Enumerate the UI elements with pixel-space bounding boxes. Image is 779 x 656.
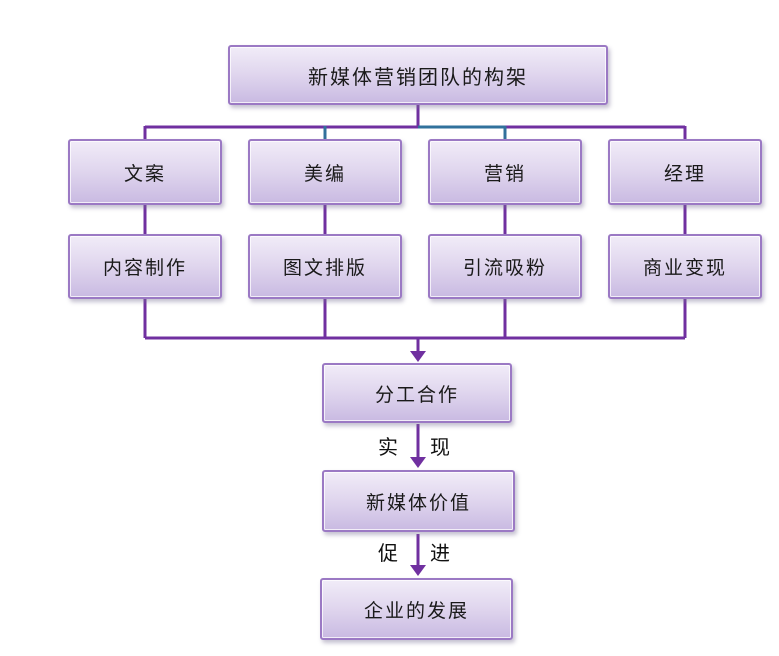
task-box-content: 内容制作 xyxy=(68,234,222,299)
role-box-marketing: 营销 xyxy=(428,139,582,205)
arrow-merge-head-icon xyxy=(410,351,426,362)
value-box: 新媒体价值 xyxy=(322,470,515,532)
promote-label-right: 进 xyxy=(430,543,450,565)
role-box-manager: 经理 xyxy=(608,139,762,205)
realize-label-left: 实 xyxy=(378,437,398,459)
title-box: 新媒体营销团队的构架 xyxy=(228,45,608,105)
arrow-realize-head-icon xyxy=(410,457,426,468)
role-box-design: 美编 xyxy=(248,139,402,205)
realize-label-right: 现 xyxy=(430,437,450,459)
arrow-promote-head-icon xyxy=(410,565,426,576)
task-box-traffic: 引流吸粉 xyxy=(428,234,582,299)
task-box-monetize: 商业变现 xyxy=(608,234,762,299)
merge-box: 分工合作 xyxy=(322,363,512,423)
promote-label-left: 促 xyxy=(378,543,398,565)
task-box-layout: 图文排版 xyxy=(248,234,402,299)
role-box-copywriting: 文案 xyxy=(68,139,222,205)
growth-box: 企业的发展 xyxy=(320,578,513,640)
